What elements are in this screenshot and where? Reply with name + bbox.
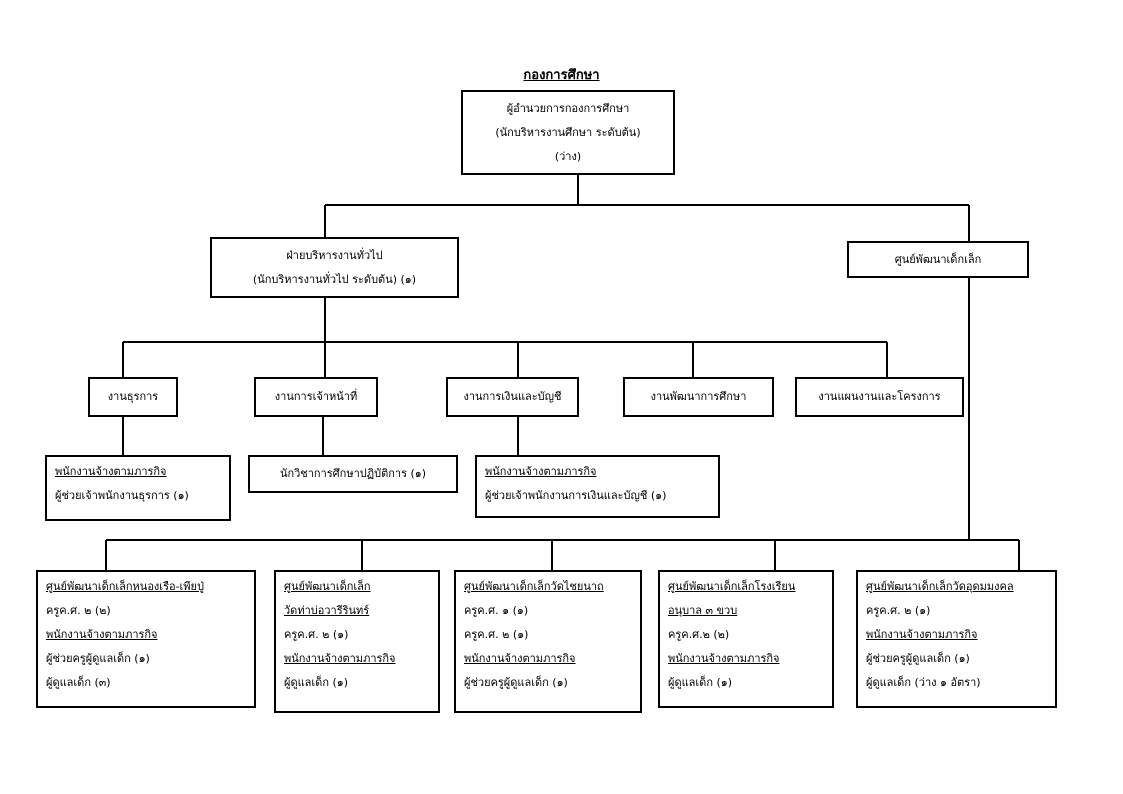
director-box: ผู้อำนวยการกองการศึกษา (นักบริหารงานศึกษ…: [461, 90, 675, 175]
center-name: ศูนย์พัฒนาเด็กเล็กหนองเรือ-เพียปู่: [46, 580, 204, 593]
center-line: ครูค.ศ. ๒ (๑): [464, 628, 529, 641]
unit-label: งานแผนงานและโครงการ: [818, 390, 941, 403]
center-box-thabo: ศูนย์พัฒนาเด็กเล็ก วัดท่าบ่อวารีรินทร์ ค…: [274, 570, 440, 713]
center-name: ศูนย์พัฒนาเด็กเล็ก: [284, 580, 371, 593]
staff-admin-box: พนักงานจ้างตามภารกิจ ผู้ช่วยเจ้าพนักงานธ…: [45, 455, 231, 521]
center-line: อนุบาล ๓ ขวบ: [668, 604, 738, 617]
center-line: พนักงานจ้างตามภารกิจ: [866, 628, 978, 641]
staff-position: นักวิชาการศึกษาปฏิบัติการ (๑): [279, 467, 427, 480]
center-box-chainat: ศูนย์พัฒนาเด็กเล็กวัดไชยนาถ ครูค.ศ. ๑ (๑…: [454, 570, 642, 713]
child-center-main-box: ศูนย์พัฒนาเด็กเล็ก: [847, 241, 1029, 278]
center-line: พนักงานจ้างตามภารกิจ: [284, 652, 396, 665]
unit-education-box: งานพัฒนาการศึกษา: [623, 377, 774, 417]
staff-heading: พนักงานจ้างตามภารกิจ: [485, 465, 597, 478]
center-line: ครูค.ศ. ๒ (๑): [866, 604, 931, 617]
center-name: ศูนย์พัฒนาเด็กเล็กโรงเรียน: [668, 580, 796, 593]
director-position: (นักบริหารงานศึกษา ระดับต้น): [495, 125, 641, 139]
center-box-school: ศูนย์พัฒนาเด็กเล็กโรงเรียน อนุบาล ๓ ขวบ …: [658, 570, 834, 708]
director-status: (ว่าง): [554, 149, 582, 163]
unit-finance-box: งานการเงินและบัญชี: [446, 377, 579, 417]
center-line: พนักงานจ้างตามภารกิจ: [668, 652, 780, 665]
center-line: ครูค.ศ.๒ (๒): [668, 628, 730, 641]
center-line: ผู้ดูแลเด็ก (๑): [668, 676, 733, 689]
center-line: ผู้ดูแลเด็ก (ว่าง ๑ อัตรา): [866, 676, 981, 689]
center-name: ศูนย์พัฒนาเด็กเล็กวัดไชยนาถ: [464, 580, 604, 593]
center-line: ครูค.ศ. ๒ (๒): [46, 604, 111, 617]
center-line: วัดท่าบ่อวารีรินทร์: [284, 604, 370, 617]
center-box-udommongkol: ศูนย์พัฒนาเด็กเล็กวัดอุดมมงคล ครูค.ศ. ๒ …: [856, 570, 1057, 708]
staff-position: ผู้ช่วยเจ้าพนักงานธุรการ (๑): [55, 489, 189, 502]
staff-finance-box: พนักงานจ้างตามภารกิจ ผู้ช่วยเจ้าพนักงานก…: [475, 455, 720, 518]
center-line: ครูค.ศ. ๑ (๑): [464, 604, 529, 617]
unit-planning-box: งานแผนงานและโครงการ: [795, 377, 964, 417]
staff-personnel-box: นักวิชาการศึกษาปฏิบัติการ (๑): [248, 455, 458, 493]
staff-position: ผู้ช่วยเจ้าพนักงานการเงินและบัญชี (๑): [485, 489, 667, 502]
center-name: ศูนย์พัฒนาเด็กเล็กวัดอุดมมงคล: [866, 580, 1014, 593]
unit-admin-box: งานธุรการ: [88, 377, 178, 417]
staff-heading: พนักงานจ้างตามภารกิจ: [55, 465, 167, 478]
center-line: ผู้ช่วยครูผู้ดูแลเด็ก (๑): [46, 652, 150, 665]
unit-personnel-box: งานการเจ้าหน้าที่: [254, 377, 378, 417]
director-title: ผู้อำนวยการกองการศึกษา: [506, 101, 630, 115]
center-line: ผู้ช่วยครูผู้ดูแลเด็ก (๑): [464, 676, 568, 689]
page-title: กองการศึกษา: [523, 68, 600, 83]
center-line: ผู้ช่วยครูผู้ดูแลเด็ก (๑): [866, 652, 970, 665]
child-center-main-label: ศูนย์พัฒนาเด็กเล็ก: [894, 252, 982, 266]
general-admin-title: ฝ่ายบริหารงานทั่วไป: [286, 248, 383, 262]
unit-label: งานการเจ้าหน้าที่: [274, 390, 358, 403]
center-line: ผู้ดูแลเด็ก (๓): [46, 676, 111, 689]
center-line: พนักงานจ้างตามภารกิจ: [464, 652, 576, 665]
center-line: พนักงานจ้างตามภารกิจ: [46, 628, 158, 641]
general-admin-position: (นักบริหารงานทั่วไป ระดับต้น) (๑): [252, 272, 417, 286]
center-box-nongruea: ศูนย์พัฒนาเด็กเล็กหนองเรือ-เพียปู่ ครูค.…: [36, 570, 256, 708]
unit-label: งานการเงินและบัญชี: [463, 390, 562, 403]
general-admin-box: ฝ่ายบริหารงานทั่วไป (นักบริหารงานทั่วไป …: [210, 237, 459, 298]
center-line: ผู้ดูแลเด็ก (๑): [284, 676, 349, 689]
unit-label: งานธุรการ: [107, 390, 159, 403]
center-line: ครูค.ศ. ๒ (๑): [284, 628, 349, 641]
unit-label: งานพัฒนาการศึกษา: [650, 390, 747, 403]
